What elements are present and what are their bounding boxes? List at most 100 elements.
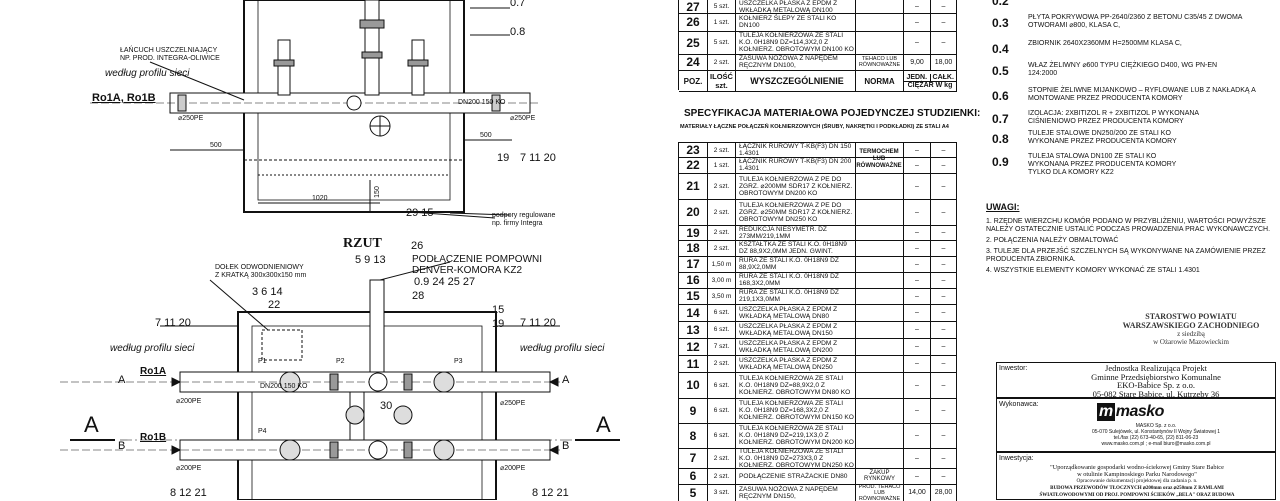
call-19-right: 19 (492, 318, 505, 330)
uwagi-title: UWAGI: (986, 202, 1020, 212)
notes-list: 0.2 0.3 PŁYTA POKRYWOWA PP-2640/2360 Z B… (992, 0, 1280, 200)
label-p2: P2 (336, 358, 345, 365)
call-28: 28 (412, 290, 425, 302)
note-item: 0.2 (992, 0, 1009, 8)
uwagi-list: 1. RZĘDNE WIERZCHU KOMÓR PODANO W PRZYBL… (986, 218, 1276, 275)
firm-details: MASKO Sp. z o.o. 05-070 Sulejówek, ul. K… (1091, 423, 1221, 447)
norm-termochem: TERMOCHEM LUB RÓWNOWAŻNE (856, 149, 902, 169)
rzut-title: RZUT (343, 236, 382, 251)
table-row: 7 2 szt. TULEJA KOŁNIERZOWA ZE STALI K.O… (679, 448, 957, 469)
inwestor-block: Jednostka Realizująca Projekt Gminne Prz… (1091, 363, 1221, 399)
section-b-left-small: B (118, 440, 126, 452)
label-dn200-plan: DN200 150 KO (260, 383, 308, 390)
section-a-big-right: A (596, 412, 611, 437)
section-b-right-small: B (562, 440, 570, 452)
call-0-8: 0.8 (510, 26, 526, 38)
drawing-area: ŁAŃCUCH USZCZELNIAJĄCY NP. PROD. INTEGRA… (60, 0, 620, 500)
label-pe250-top: ⌀250PE (178, 115, 204, 122)
table-row: 9 6 szt. TULEJA KOŁNIERZOWA ZE STALI K.O… (679, 398, 957, 424)
uwaga-item: 3. TULEJE DLA PRZEJŚĆ SZCZELNYCH SĄ WYKO… (986, 248, 1266, 263)
call-26: 26 (411, 240, 424, 252)
label-pe250-top-right: ⌀250PE (510, 115, 536, 122)
call-bottom-right: 8 12 21 (532, 487, 569, 499)
table-row: 11 2 szt. USZCZELKA PŁASKA Z EPDM Z WKŁA… (679, 355, 957, 373)
call-19-top: 19 (497, 152, 510, 164)
table-row: 26 1 szt. KOŁNIERZ ŚLEPY ZE STALI KO DN1… (679, 13, 957, 32)
uwaga-item: 1. RZĘDNE WIERZCHU KOMÓR PODANO W PRZYBL… (986, 218, 1271, 233)
drawing-svg (60, 0, 620, 500)
note-item: 0.5 WŁAZ ŻELIWNY ⌀600 TYPU CIĘŻKIEGO D40… (992, 62, 1218, 78)
label-ro1a-ro1b: Ro1A, Ro1B (92, 92, 156, 104)
uwaga-item: 4. WSZYSTKIE ELEMENTY KOMORY WYKONAĆ ZE … (986, 267, 1200, 274)
table-row: 27 5 szt. USZCZELKA PŁASKA Z EPDM Z WKŁA… (679, 0, 957, 14)
call-30: 30 (380, 400, 393, 412)
spec-title: SPECYFIKACJA MATERIAŁOWA POJEDYNCZEJ STU… (684, 108, 981, 119)
label-ro1a: Ro1A (140, 366, 167, 377)
dim-1020: 1020 (312, 195, 328, 202)
call-7-11-20-left: 7 11 20 (155, 317, 191, 329)
label-ro1b: Ro1B (140, 432, 167, 443)
chamber-wall-plan (237, 311, 497, 500)
section-a-big-left: A (84, 412, 99, 437)
label-p4: P4 (258, 428, 267, 435)
label-lancuch: ŁAŃCUCH USZCZELNIAJĄCY NP. PROD. INTEGRA… (120, 47, 220, 62)
call-7-11-20-top: 7 11 20 (520, 152, 556, 164)
dim-500-right: 500 (480, 132, 492, 139)
table-row: 17 1,50 m RURA ZE STALI K.O. 0H18N9 Dz 8… (679, 256, 957, 273)
label-profil-top: według profilu sieci (105, 68, 190, 79)
note-item: 0.9 TULEJA STALOWA DN100 ZE STALI KO WYK… (992, 153, 1177, 176)
title-block: Inwestor: Jednostka Realizująca Projekt … (996, 362, 1276, 500)
call-3-6-14: 3 6 14 (252, 286, 283, 298)
table-row: 15 3,50 m RURA ZE STALI K.O. 0H18N9 Dz 2… (679, 288, 957, 305)
table-row: 13 6 szt. USZCZELKA PŁASKA Z EPDM Z WKŁA… (679, 321, 957, 339)
label-podpory: podpory regulowane np. firmy Integra (492, 212, 556, 227)
table-row: 8 6 szt. TULEJA KOŁNIERZOWA ZE STALI K.O… (679, 423, 957, 449)
table-row: 6 2 szt. PODŁĄCZENIE STRAŻACKIE DN80 ZAK… (679, 468, 957, 485)
table-row: 19 2 szt. REDUKCJA NIESYMETR. Dz 273mm/2… (679, 225, 957, 241)
label-pe200-right: ⌀200PE (500, 465, 526, 472)
call-7-11-20-right: 7 11 20 (520, 317, 556, 329)
dim-150: 150 (373, 186, 381, 198)
label-pe200-mid: ⌀200PE (176, 398, 202, 405)
call-29-15: 29 15 (406, 207, 434, 219)
table-row: 25 5 szt. TULEJA KOŁNIERZOWA ZE STALI K.… (679, 31, 957, 55)
label-dn200-top: DN200 150 KO (458, 99, 506, 106)
label-p3: P3 (454, 358, 463, 365)
table-row: 21 2 szt. TULEJA KOŁNIERZOWA Z PE DO ZGR… (679, 173, 957, 200)
label-pe250-plan: ⌀250PE (500, 400, 526, 407)
table-row: 5 3 szt. ZASUWA NOŻOWA Z NAPĘDEM RĘCZNYM… (679, 484, 957, 501)
call-15-right: 15 (492, 304, 505, 316)
label-profil-right: według profilu sieci (520, 343, 605, 354)
inwestor-label: Inwestor: (999, 365, 1028, 372)
wykonawca-label: Wykonawca: (999, 401, 1039, 408)
inwestycja-label: Inwestycja: (999, 455, 1034, 462)
top-parts-table: 27 5 szt. USZCZELKA PŁASKA Z EPDM Z WKŁA… (678, 0, 957, 92)
dim-500-left: 500 (210, 142, 222, 149)
table-row: 22 1 szt. ŁĄCZNIK RUROWY T-KB(F3) DN 200… (679, 157, 957, 174)
call-5-9-13: 5 9 13 (355, 254, 386, 266)
table-row: 14 6 szt. USZCZELKA PŁASKA Z EPDM Z WKŁA… (679, 304, 957, 322)
call-09-24-25-27: 0.9 24 25 27 (414, 276, 476, 288)
table-row: 23 2 szt. ŁĄCZNIK RUROWY T-KB(F3) DN 150… (679, 143, 957, 158)
table-row: 10 6 szt. TULEJA KOŁNIERZOWA ZE STALI K.… (679, 372, 957, 399)
pump-label: PODŁĄCZENIE POMPOWNI DENVER-KOMORA KZ2 (412, 254, 543, 276)
spec-table: 23 2 szt. ŁĄCZNIK RUROWY T-KB(F3) DN 150… (678, 142, 957, 501)
section-a-right-small: A (562, 374, 570, 386)
label-pe200-left: ⌀200PE (176, 465, 202, 472)
table-row: 20 2 szt. TULEJA KOŁNIERZOWA Z PE DO ZGR… (679, 199, 957, 226)
table-header: POZ. ILOŚĆ szt. WYSZCZEGÓLNIENIE NORMA J… (679, 70, 957, 92)
call-22: 22 (268, 299, 281, 311)
note-item: 0.4 ZBIORNIK 2640x2360mm H=2500mm KLASA … (992, 40, 1182, 56)
label-p1: P1 (258, 358, 267, 365)
label-profil-left: według profilu sieci (110, 343, 195, 354)
section-a-left-small: A (118, 374, 126, 386)
table-row: 24 2 szt. ZASUWA NOŻOWA Z NAPĘDEM RĘCZNY… (679, 54, 957, 71)
note-item: 0.7 IZOLACJA: 2xBITIZOL R + 2xBITIZOL P … (992, 110, 1199, 126)
spec-subtitle: MATERIAŁY ŁĄCZNE POŁĄCZEŃ KOŁNIERZOWYCH … (680, 124, 949, 130)
note-item: 0.8 TULEJE STALOWE DN250/200 ZE STALI KO… (992, 130, 1177, 146)
table-row: 12 7 szt. USZCZELKA PŁASKA Z EPDM Z WKŁA… (679, 338, 957, 356)
note-item: 0.6 STOPNIE ŻELIWNE MIJANKOWO – RYFLOWAN… (992, 87, 1256, 103)
starostwo-stamp: STAROSTWO POWIATU WARSZAWSKIEGO ZACHODNI… (1122, 312, 1260, 346)
table-row: 16 3,00 m RURA ZE STALI K.O. 0H18N9 Dz 1… (679, 272, 957, 289)
